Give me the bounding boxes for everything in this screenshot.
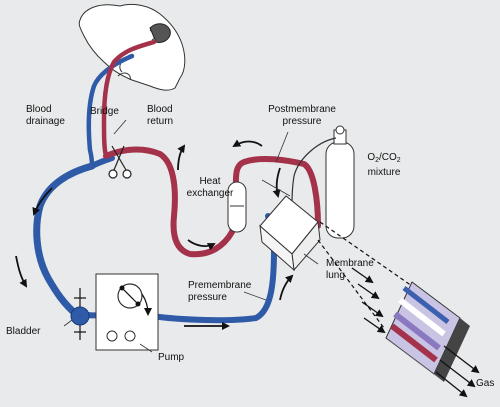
return-cannula: [101, 39, 157, 159]
membrane-lung: [259, 195, 321, 272]
magnification-lines: [317, 221, 413, 329]
gas-line: [291, 137, 337, 205]
leader-lines: [63, 119, 319, 353]
gas-cylinder: [325, 125, 355, 239]
gas-label: Gas: [476, 378, 495, 389]
bridge-segment: [89, 155, 115, 169]
endotracheal-tube: [149, 23, 171, 43]
arterial-return-tubing: [103, 146, 321, 258]
pump-label: Pump: [158, 352, 185, 363]
gas-flow-arrows: [351, 267, 480, 398]
bridge-label: Bridge: [90, 106, 119, 117]
gas-mixture-label: O2/CO2 mixture: [367, 152, 401, 178]
flow-arrows: [15, 139, 294, 330]
bladder: [70, 288, 90, 340]
bladder-label: Bladder: [6, 326, 41, 337]
scissors-clamp-icon: [108, 145, 132, 179]
venous-tubing: [33, 162, 96, 318]
pump-to-lung-tubing: [149, 213, 278, 324]
heat-exchanger: [227, 181, 247, 233]
roller-pump: [95, 273, 159, 351]
membrane-magnified: [385, 281, 470, 382]
